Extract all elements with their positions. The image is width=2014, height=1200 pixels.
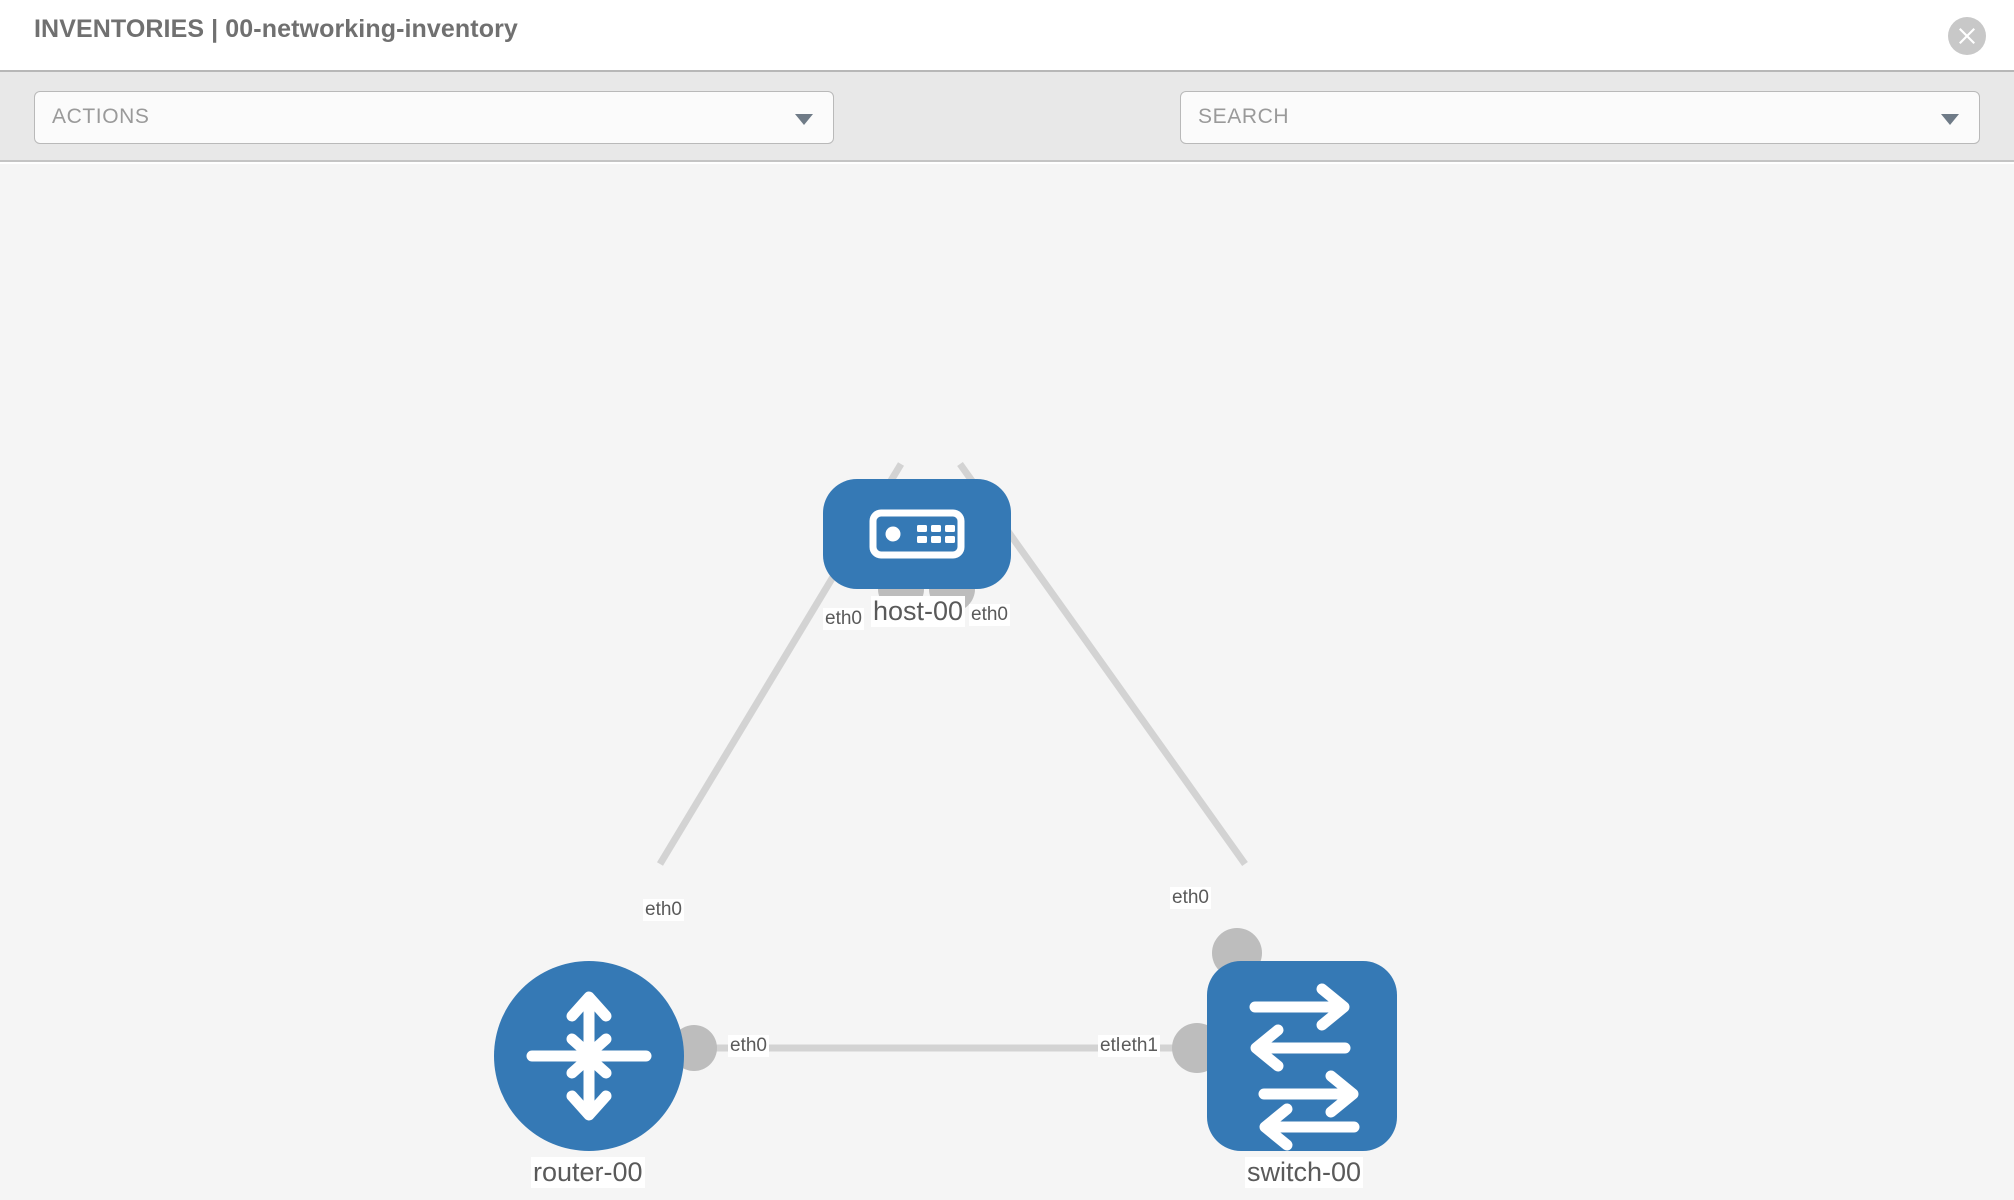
- chevron-down-icon: [1941, 113, 1959, 125]
- topology-canvas[interactable]: host-00 router-00 switch-00 eth0 eth0 et…: [0, 164, 2014, 1200]
- search-placeholder: SEARCH: [1198, 105, 1290, 128]
- actions-dropdown-label: ACTIONS: [52, 105, 150, 128]
- node-switch-00[interactable]: [1207, 961, 1397, 1151]
- iface-label-host00-eth0-right: eth0: [969, 604, 1010, 626]
- iface-label-router00-eth0-uplink: eth0: [643, 899, 684, 921]
- actions-dropdown[interactable]: ACTIONS: [34, 91, 834, 144]
- node-label-host-00[interactable]: host-00: [871, 596, 966, 627]
- node-host-00[interactable]: [823, 479, 1011, 589]
- topology-graph: [494, 461, 1397, 1151]
- node-label-router-00[interactable]: router-00: [531, 1157, 645, 1188]
- iface-label-switch00-eth0-uplink: eth0: [1170, 887, 1211, 909]
- chevron-down-icon: [795, 113, 813, 125]
- node-router-00[interactable]: [494, 961, 684, 1151]
- page-title: INVENTORIES | 00-networking-inventory: [34, 15, 518, 43]
- iface-label-switch00-eth1: eth1: [1119, 1035, 1160, 1057]
- port-group: [671, 566, 1262, 1073]
- search-input[interactable]: SEARCH: [1180, 91, 1980, 144]
- node-label-switch-00[interactable]: switch-00: [1245, 1157, 1364, 1188]
- switch-swap-arrows-icon: [1249, 983, 1360, 1151]
- iface-label-host00-eth0-left: eth0: [823, 608, 864, 630]
- toolbar: ACTIONS SEARCH: [0, 72, 2014, 200]
- router-four-arrows-icon: [526, 991, 652, 1121]
- iface-label-router00-eth0: eth0: [728, 1035, 769, 1057]
- close-icon[interactable]: [1948, 17, 1986, 55]
- server-device-icon: [869, 509, 965, 559]
- page-header: INVENTORIES | 00-networking-inventory: [0, 0, 2014, 72]
